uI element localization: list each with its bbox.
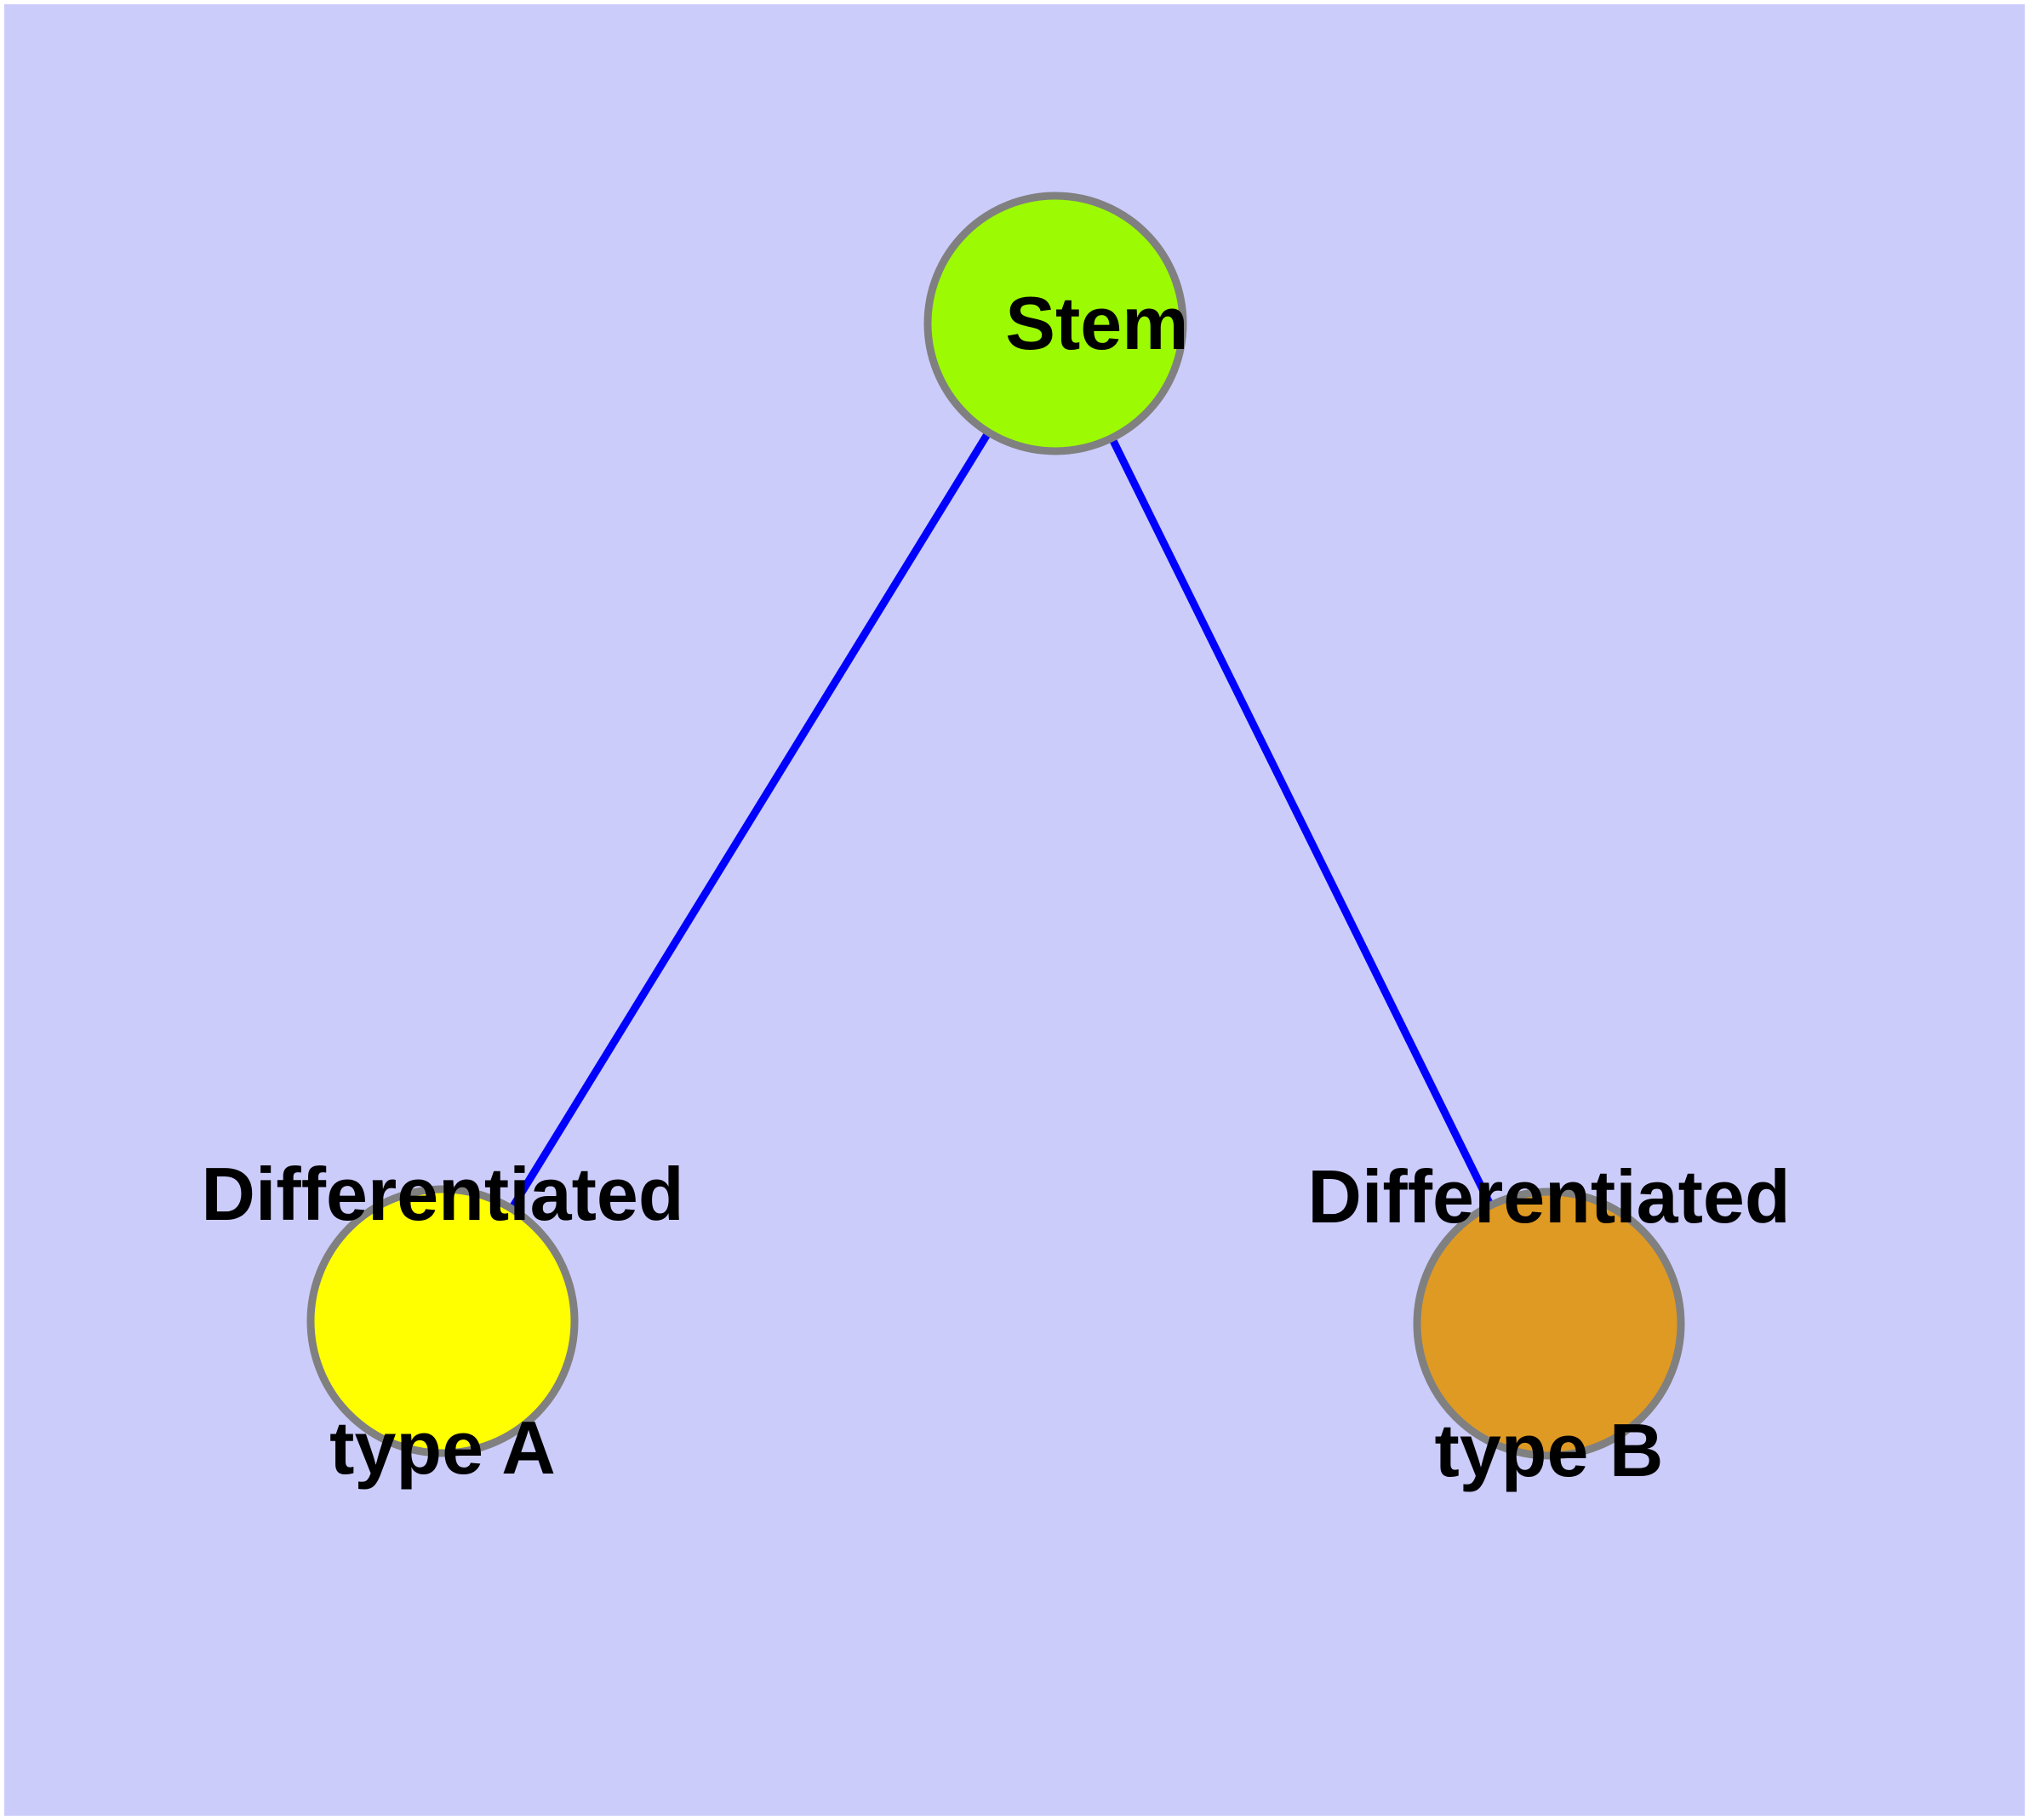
node-differentiated-type-a[interactable] — [306, 1185, 579, 1457]
edge-stem-to-diff-a[interactable] — [508, 430, 992, 1211]
node-stem[interactable] — [923, 192, 1187, 455]
edge-stem-to-diff-b[interactable] — [1108, 436, 1495, 1208]
node-differentiated-type-b[interactable] — [1413, 1188, 1685, 1460]
node-group — [306, 192, 1685, 1460]
edge-group — [508, 430, 1495, 1211]
